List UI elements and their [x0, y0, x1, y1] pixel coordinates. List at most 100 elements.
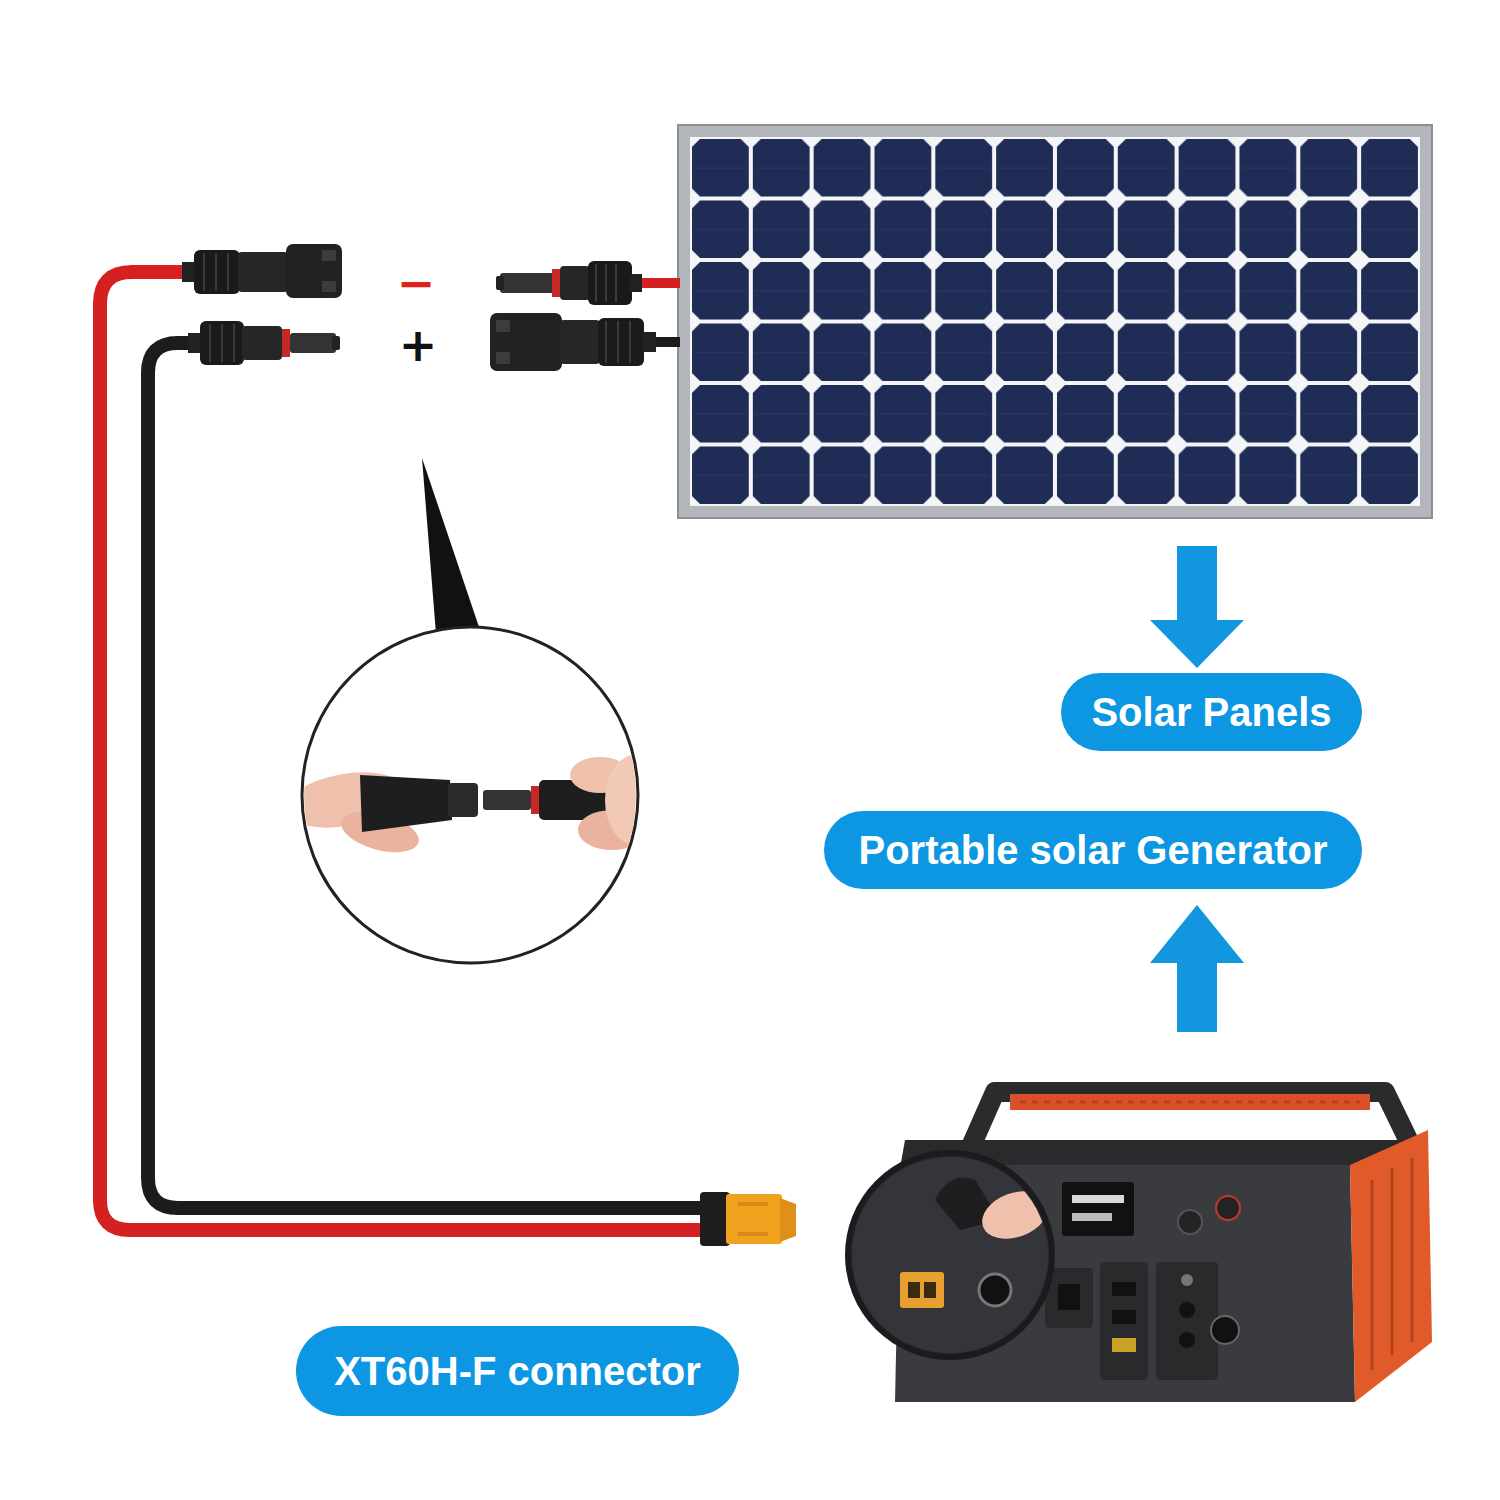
- mc4-connector: [496, 261, 642, 305]
- solar-panel: [690, 137, 1420, 506]
- polarity-sign: +: [399, 322, 438, 368]
- mc4-connector: [630, 274, 642, 292]
- power-station: [1350, 1130, 1432, 1402]
- cable: [100, 272, 705, 1230]
- power-station: [1100, 1262, 1148, 1380]
- port-inset: [850, 1155, 1050, 1355]
- power-station: [1072, 1195, 1124, 1203]
- mc4-connector: [322, 281, 336, 292]
- mc4-connector: [242, 326, 282, 360]
- xt60-plug: [700, 1192, 730, 1246]
- power-station: [1391, 1168, 1394, 1355]
- label-pill: XT60H-F connector: [296, 1326, 739, 1416]
- power-station: [1371, 1180, 1374, 1370]
- xt60-plug: [780, 1198, 796, 1242]
- port-inset: [908, 1282, 920, 1298]
- power-station: [1072, 1213, 1112, 1221]
- xt60-plug: [738, 1232, 768, 1236]
- power-station: [1112, 1282, 1136, 1296]
- mc4-connector: [560, 320, 600, 364]
- mc4-connector: [290, 333, 336, 353]
- xt60-plug: [738, 1202, 768, 1206]
- label-pill: Solar Panels: [1061, 673, 1362, 751]
- mc4-connector: [642, 332, 656, 352]
- callout: [605, 755, 665, 845]
- cable: [148, 343, 705, 1208]
- flow-arrow: [1177, 546, 1217, 622]
- cable: [636, 278, 680, 288]
- mc4-connector: [188, 321, 340, 365]
- power-station: [1010, 1094, 1370, 1110]
- mc4-connector: [221, 324, 223, 362]
- flow-arrow: [1177, 961, 1217, 1032]
- flow-arrow: [1150, 905, 1244, 963]
- port-inset: [976, 1183, 1055, 1248]
- mc4-connector: [629, 321, 631, 363]
- callout: [448, 783, 478, 817]
- mc4-connector: [203, 253, 205, 291]
- pill-text: Portable solar Generator: [858, 828, 1327, 872]
- power-station: [1178, 1210, 1202, 1234]
- port-inset: [848, 1153, 1054, 1357]
- xt60-plug: [726, 1194, 782, 1244]
- mc4-connector: [200, 321, 244, 365]
- flow-arrow: [1150, 620, 1244, 668]
- mc4-connector: [227, 253, 229, 291]
- cable: [100, 272, 705, 1230]
- mc4-connector: [588, 261, 632, 305]
- mc4-connector: [615, 264, 617, 302]
- mc4-connector: [182, 262, 196, 282]
- mc4-connector: [496, 320, 510, 332]
- power-station: [1020, 1101, 1360, 1104]
- mc4-connector: [496, 352, 510, 364]
- mc4-connector: [188, 333, 202, 353]
- power-station: [1211, 1316, 1239, 1344]
- mc4-connector: [490, 313, 656, 371]
- xt60-plug: [700, 1192, 796, 1246]
- power-station: [1179, 1332, 1195, 1348]
- callout: [281, 755, 665, 860]
- mc4-connector: [332, 336, 340, 350]
- mc4-connector: [598, 318, 644, 366]
- solar-panel: [678, 125, 1432, 518]
- callout: [422, 458, 480, 634]
- power-station: [1058, 1284, 1080, 1310]
- mc4-connector: [182, 244, 342, 298]
- mc4-connector: [322, 250, 336, 261]
- solar-panel: [690, 137, 1420, 506]
- solar-panel: [678, 125, 1432, 518]
- port-inset: [924, 1282, 936, 1298]
- callout: [360, 775, 452, 832]
- pill-text: XT60H-F connector: [334, 1349, 701, 1393]
- mc4-connector: [490, 313, 562, 371]
- port-inset: [848, 1153, 1052, 1357]
- flow-arrow: [1150, 546, 1244, 1032]
- power-station: [1179, 1302, 1195, 1318]
- mc4-connector: [233, 324, 235, 362]
- mc4-connector: [215, 253, 217, 291]
- polarity-sign: −: [397, 260, 436, 306]
- mc4-connector: [560, 266, 590, 300]
- mc4-connector: [595, 264, 597, 302]
- mc4-connector: [194, 250, 240, 294]
- mc4-connector: [605, 321, 607, 363]
- mc4-connector: [496, 276, 504, 290]
- callout: [531, 786, 539, 814]
- port-inset: [979, 1274, 1011, 1306]
- power-station: [1112, 1310, 1136, 1324]
- mc4-connector: [552, 269, 560, 297]
- mc4-connector: [605, 264, 607, 302]
- mc4-connector: [282, 329, 290, 357]
- port-inset: [900, 1272, 944, 1308]
- callout: [483, 790, 531, 810]
- power-station: [1062, 1182, 1134, 1236]
- pill-text: Solar Panels: [1091, 690, 1331, 734]
- mc4-connector: [286, 244, 342, 298]
- mc4-connector: [500, 273, 556, 293]
- power-station: [1156, 1262, 1218, 1380]
- mc4-connector: [209, 324, 211, 362]
- power-station: [1411, 1158, 1414, 1342]
- label-pill: Portable solar Generator: [824, 811, 1362, 889]
- callout: [281, 458, 665, 963]
